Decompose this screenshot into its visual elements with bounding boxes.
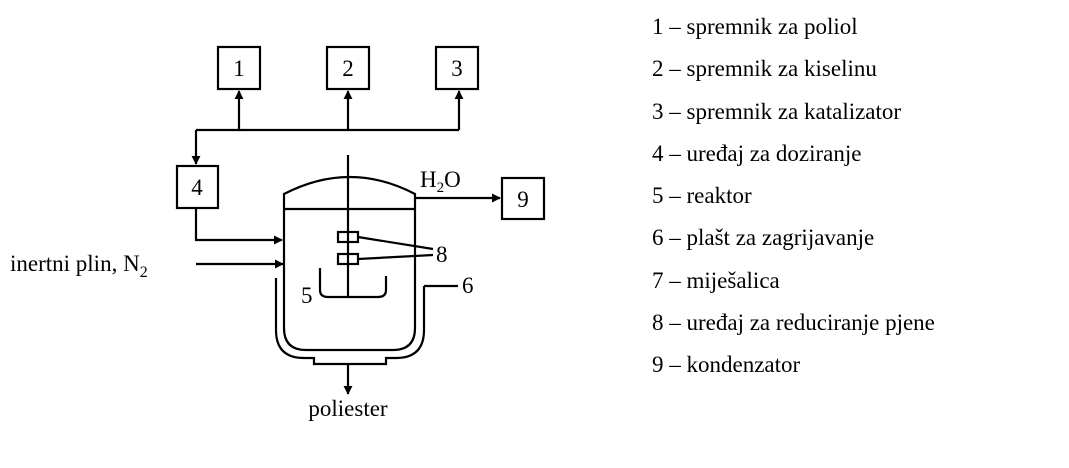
reactor-vessel bbox=[282, 175, 417, 352]
tank-2-box bbox=[325, 45, 371, 91]
legend-item-6: 6 – plašt za zagrijavanje bbox=[652, 225, 875, 251]
stirrer-blade bbox=[318, 268, 388, 299]
legend-item-3: 3 – spremnik za katalizator bbox=[652, 98, 902, 124]
legend-list: 1 – spremnik za poliol 2 – spremnik za k… bbox=[652, 6, 935, 387]
tank-3-box bbox=[434, 45, 480, 91]
reactor-label: 5 bbox=[301, 283, 313, 308]
legend-item-7: 7 – miješalica bbox=[652, 267, 780, 293]
legend-item-1: 1 – spremnik za poliol bbox=[652, 14, 858, 39]
tank-1-box bbox=[216, 45, 262, 91]
legend-item-4: 4 – uređaj za doziranje bbox=[652, 140, 862, 166]
condenser-box bbox=[500, 176, 546, 221]
dosing-unit-box bbox=[175, 164, 220, 210]
dosing-unit-label: 4 bbox=[191, 175, 203, 200]
condenser-label: 9 bbox=[517, 187, 529, 212]
legend-item-2: 2 – spremnik za kiselinu bbox=[652, 56, 877, 82]
legend-item-8: 8 – uređaj za reduciranje pjene bbox=[652, 310, 935, 336]
inert-gas-label: inertni plin, N2 bbox=[10, 251, 148, 281]
legend-item-9: 9 – kondenzator bbox=[652, 352, 801, 378]
tank-3-label: 3 bbox=[451, 56, 463, 81]
defoamer-leader-upper bbox=[357, 235, 434, 251]
legend-item-5: 5 – reaktor bbox=[652, 183, 752, 209]
product-label: poliester bbox=[308, 396, 388, 421]
tank-1-label: 1 bbox=[233, 56, 245, 81]
heating-jacket bbox=[274, 278, 426, 366]
defoamer-label: 8 bbox=[436, 242, 448, 267]
tank-2-label: 2 bbox=[342, 56, 354, 81]
water-label: H2O bbox=[420, 167, 461, 196]
dosing-to-reactor-arrow bbox=[194, 208, 283, 245]
defoamer-leader-lower bbox=[357, 253, 434, 261]
jacket-label: 6 bbox=[462, 273, 474, 298]
process-diagram: 1 2 3 4 9 5 6 8 H2O inertni plin, N2 pol… bbox=[10, 45, 546, 421]
